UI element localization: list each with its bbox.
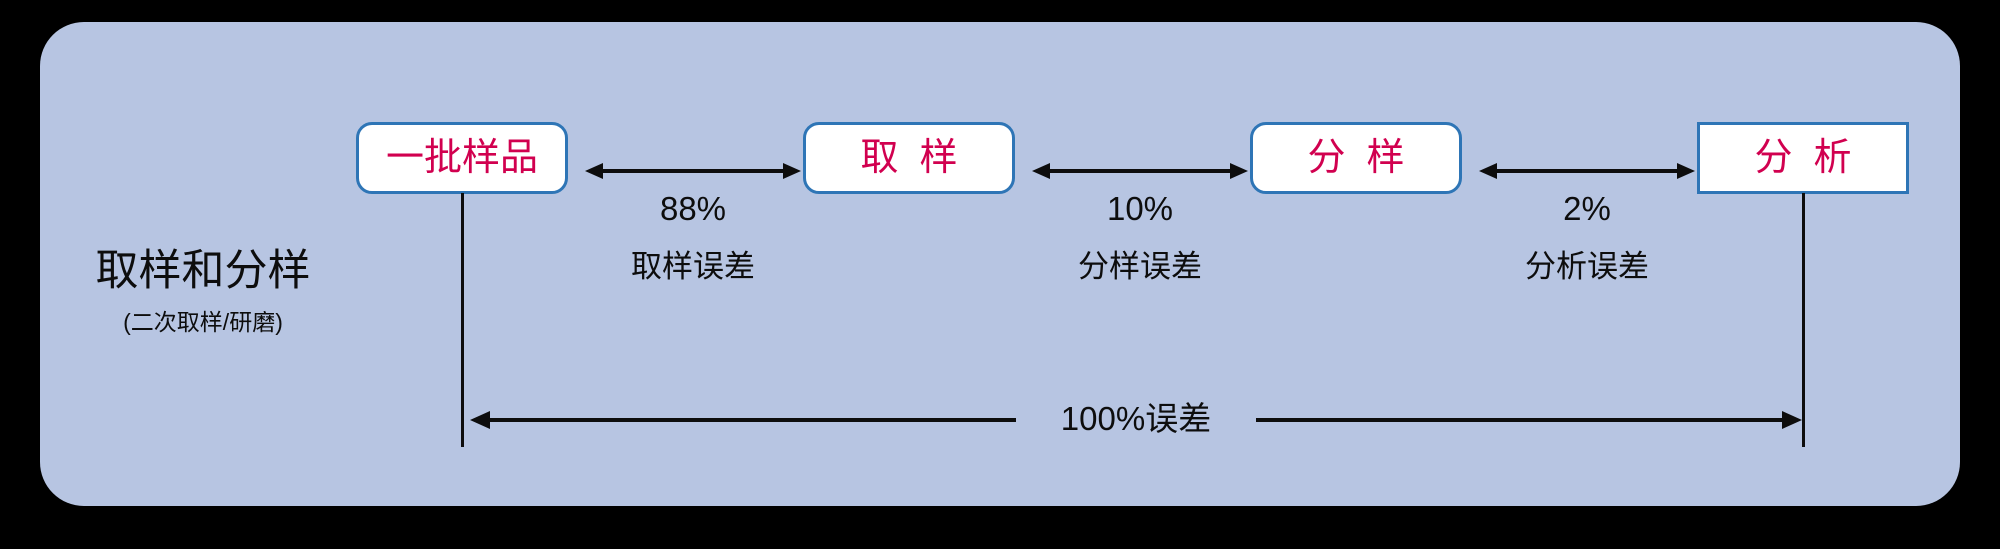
stage-box-sampling[interactable]: 取 样 (803, 122, 1015, 194)
stage-box-analysis-label: 分 析 (1754, 137, 1852, 179)
page-title: 取样和分样 (95, 247, 311, 295)
drop-line-right (1802, 193, 1805, 447)
stage-box-lot[interactable]: 一批样品 (356, 122, 568, 194)
stage-box-dividing[interactable]: 分 样 (1250, 122, 1462, 194)
gap-error-label-2: 分样误差 (1078, 249, 1202, 284)
gap-error-label-3: 分析误差 (1525, 249, 1649, 284)
double-arrow-icon-1 (583, 160, 803, 182)
stage-box-dividing-label: 分 样 (1307, 137, 1405, 179)
double-arrow-icon-2 (1030, 160, 1250, 182)
gap-percent-1: 88% (659, 190, 727, 227)
gap-caption-2: 10% 分样误差 (1010, 192, 1270, 282)
gap-percent-2: 10% (1106, 190, 1174, 227)
page-subtitle: (二次取样/研磨) (123, 309, 283, 336)
gap-caption-1: 88% 取样误差 (563, 192, 823, 282)
caption-block: 取样和分样 (二次取样/研磨) (58, 248, 348, 336)
double-arrow-icon-3 (1477, 160, 1697, 182)
diagram-panel (40, 22, 1960, 506)
drop-line-left (461, 193, 464, 447)
total-error-label: 100%误差 (1016, 396, 1256, 441)
gap-percent-3: 2% (1563, 190, 1611, 227)
stage-box-analysis[interactable]: 分 析 (1697, 122, 1909, 194)
stage-box-sampling-label: 取 样 (860, 137, 958, 179)
gap-caption-3: 2% 分析误差 (1457, 192, 1717, 282)
stage-box-lot-label: 一批样品 (385, 137, 538, 179)
gap-error-label-1: 取样误差 (631, 249, 755, 284)
